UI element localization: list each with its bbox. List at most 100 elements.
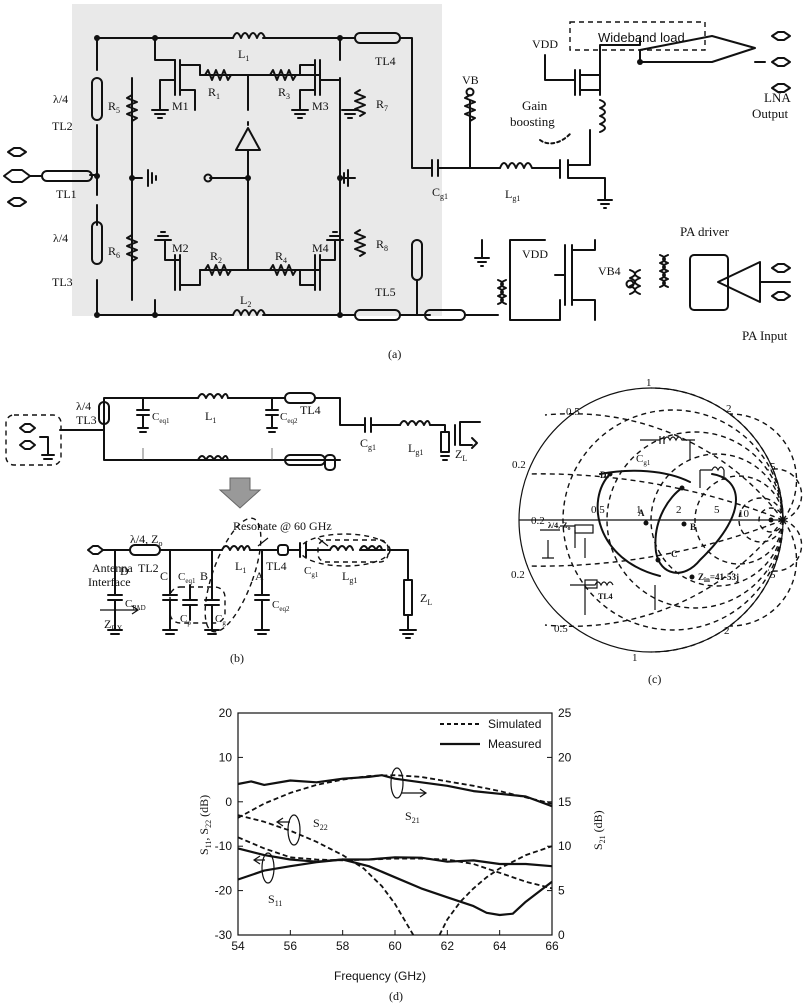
pa-input-label: PA Input <box>742 328 788 343</box>
svg-text:Zin=41-53j: Zin=41-53j <box>698 572 739 584</box>
s22-annotation: S22 <box>313 816 328 832</box>
x-tick-label: 58 <box>336 939 350 953</box>
svg-text:ZL: ZL <box>455 447 467 463</box>
legend-simulated-label: Simulated <box>488 717 541 731</box>
r4-resistor <box>269 264 297 276</box>
vb-resistor <box>464 94 476 151</box>
series-line-s22-measured <box>237 847 553 868</box>
tl4-label: TL4 <box>375 54 396 68</box>
svg-text:1: 1 <box>632 652 638 664</box>
svg-text:R1: R1 <box>208 85 220 101</box>
svg-text:0.2: 0.2 <box>512 459 526 471</box>
svg-text:R5: R5 <box>108 99 120 115</box>
l1-inductor <box>232 32 266 39</box>
svg-text:TL4: TL4 <box>598 592 613 601</box>
svg-text:Cg1: Cg1 <box>432 185 448 201</box>
lambda4-label-top: λ/4 <box>53 92 68 106</box>
smith-labels: 0.2 0.5 1 2 5 10 1 0.5 0.2 2 5 0.2 0.5 1… <box>511 377 776 686</box>
svg-text:Cg1: Cg1 <box>304 565 319 579</box>
svg-text:R7: R7 <box>376 97 388 113</box>
b-tl3-label: TL3 <box>76 413 97 427</box>
svg-text:B: B <box>690 522 696 532</box>
y-left-tick-label: -10 <box>215 839 233 853</box>
panel-b-schematic <box>5 392 481 639</box>
x-tick-label: 54 <box>231 939 245 953</box>
svg-text:D: D <box>600 470 607 480</box>
panel-d-caption: (d) <box>389 989 403 1003</box>
svg-text:L1: L1 <box>235 559 246 575</box>
panel-c-caption: (c) <box>648 672 661 686</box>
svg-text:A: A <box>638 508 645 518</box>
b-tl4-label: TL4 <box>300 403 321 417</box>
m4-label: M4 <box>312 241 329 255</box>
svg-text:2: 2 <box>724 625 730 637</box>
lambda4-label-bottom: λ/4 <box>53 231 68 245</box>
series-line-s11-measured <box>237 858 553 917</box>
svg-text:L1: L1 <box>238 47 249 63</box>
node-d-label: D <box>120 564 129 578</box>
r7-resistor <box>354 89 366 117</box>
y-right-tick-label: 25 <box>558 706 572 720</box>
y-left-tick-label: 0 <box>225 795 232 809</box>
svg-text:Lg1: Lg1 <box>342 569 357 585</box>
y-right-tick-label: 20 <box>558 750 572 764</box>
y-right-tick-label: 0 <box>558 928 565 942</box>
svg-text:C: C <box>671 549 678 559</box>
m1-label: M1 <box>172 99 189 113</box>
y-right-axis-label: S21 (dB) <box>591 810 607 850</box>
s21-annotation: S21 <box>405 809 420 825</box>
vdd-label-lna: VDD <box>532 37 558 51</box>
chart-annotations: S21 S22 S11 <box>252 767 428 908</box>
l2-inductor <box>232 309 266 316</box>
x-tick-label: 64 <box>493 939 507 953</box>
svg-text:L1: L1 <box>205 409 216 425</box>
y-right-tick-label: 15 <box>558 795 572 809</box>
svg-text:Cp: Cp <box>180 613 191 627</box>
svg-text:ZRX: ZRX <box>104 617 123 633</box>
vb4-label: VB4 <box>598 264 621 278</box>
svg-text:R4: R4 <box>275 249 287 265</box>
svg-text:R8: R8 <box>376 237 388 253</box>
svg-text:ZL: ZL <box>420 591 432 607</box>
series-line-s22-simulated <box>237 814 415 936</box>
series-line-s21-measured <box>237 774 553 808</box>
svg-text:1: 1 <box>646 377 652 389</box>
resonate-label: Resonate @ 60 GHz <box>233 519 332 533</box>
svg-text:0.2: 0.2 <box>531 515 545 527</box>
pa-driver-label: PA driver <box>680 224 730 239</box>
r3-resistor <box>269 69 297 81</box>
b2-tl4-label: TL4 <box>266 559 287 573</box>
svg-text:λ/4, Zo: λ/4, Zo <box>130 532 162 548</box>
svg-text:1: 1 <box>636 504 642 516</box>
svg-text:Cg1: Cg1 <box>360 436 376 452</box>
panel-b-labels: λ/4 TL3 Ceq1 L1 Ceq2 TL4 Cg1 Lg1 ZL Reso… <box>76 399 467 665</box>
svg-text:Ceq2: Ceq2 <box>280 411 298 425</box>
r1-resistor <box>204 69 232 81</box>
svg-text:Ceq2: Ceq2 <box>272 599 290 613</box>
vb-label: VB <box>462 73 479 87</box>
node-b-label: B <box>200 569 208 583</box>
tl5-line <box>354 309 401 321</box>
tl2-label: TL2 <box>52 119 73 133</box>
tl4-line <box>354 32 401 44</box>
svg-text:Cg: Cg <box>215 613 226 627</box>
x-tick-label: 66 <box>545 939 559 953</box>
svg-text:CPAD: CPAD <box>125 598 146 612</box>
node-a-label: A <box>255 569 264 583</box>
svg-text:2: 2 <box>726 403 732 415</box>
node-c-label: C <box>160 569 168 583</box>
svg-text:10: 10 <box>738 508 750 520</box>
panel-a-labels: λ/4 TL2 TL1 λ/4 TL3 L1 L2 R1 R3 R2 R4 R5… <box>52 30 791 361</box>
y-left-axis-label: S11, S22 (dB) <box>197 795 213 855</box>
tl1-label: TL1 <box>56 187 77 201</box>
b2-tl2-label: TL2 <box>138 561 159 575</box>
svg-text:0.5: 0.5 <box>554 623 568 635</box>
panel-a-schematic <box>3 4 791 321</box>
gain-boosting-line1: Gain <box>522 98 548 113</box>
tl2-line <box>91 77 103 121</box>
legend-measured-label: Measured <box>488 737 541 751</box>
r8-resistor <box>354 229 366 257</box>
